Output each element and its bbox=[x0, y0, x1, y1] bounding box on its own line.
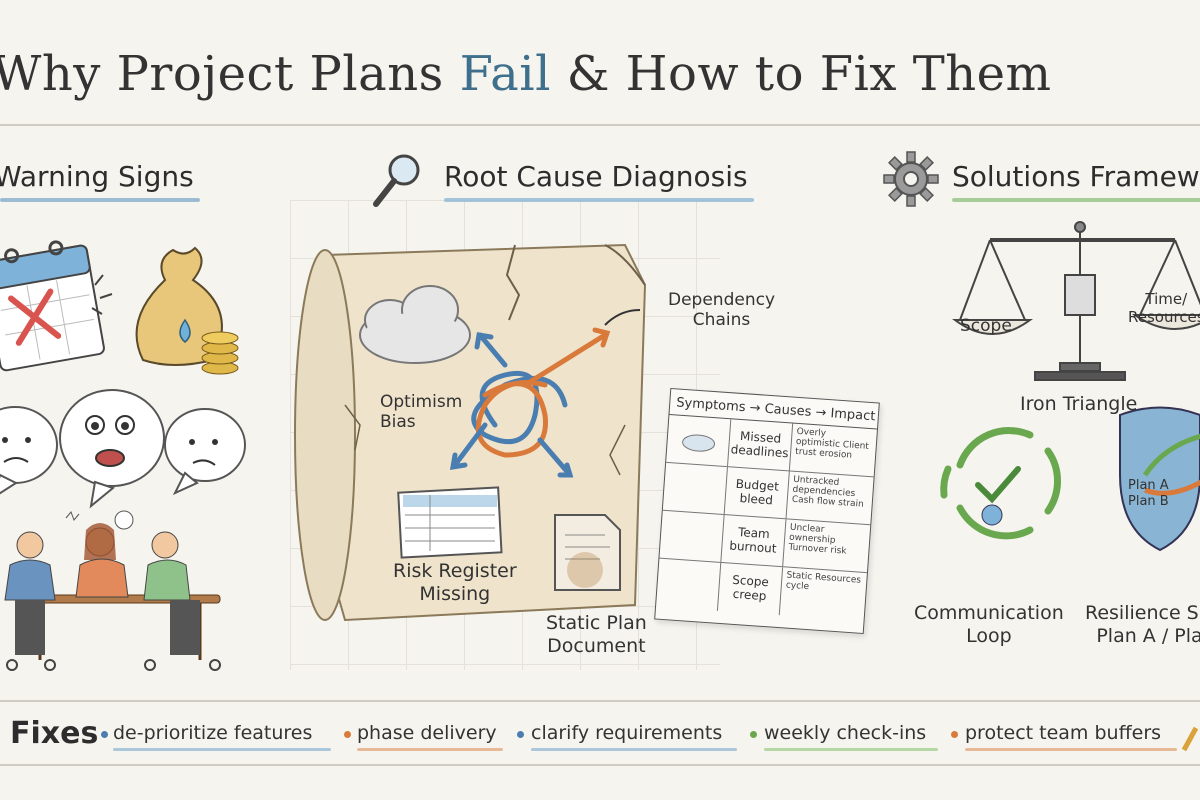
title-divider bbox=[0, 124, 1200, 126]
title-part: & How to Fix Them bbox=[550, 46, 1052, 102]
communication-loop-icon bbox=[940, 427, 1061, 540]
tangled-knot-icon bbox=[449, 327, 611, 478]
table-cell: Team burnout bbox=[721, 515, 787, 567]
underline bbox=[444, 198, 754, 202]
label-iron-triangle: Iron Triangle bbox=[1020, 393, 1138, 415]
section-title-solutions: Solutions Framework bbox=[952, 160, 1200, 193]
static-document-icon bbox=[554, 514, 621, 591]
label-plan-b: Plan B bbox=[1128, 494, 1169, 509]
calendar-icon bbox=[0, 240, 105, 372]
shield-icon bbox=[1119, 406, 1200, 552]
fixes-title: Fixes bbox=[10, 716, 99, 751]
fix-item: weekly check-ins bbox=[764, 722, 927, 744]
title-part: Why Project Plans bbox=[0, 46, 460, 102]
worried-faces-icon bbox=[0, 389, 246, 509]
table-row: Missed deadlines Overly optimistic Clien… bbox=[666, 414, 877, 478]
underline bbox=[965, 748, 1177, 751]
underline bbox=[357, 748, 503, 751]
bullet-dot bbox=[344, 731, 351, 738]
fixes-bar bbox=[0, 700, 1200, 766]
fix-item: de-prioritize features bbox=[113, 722, 313, 744]
pencil-icon bbox=[1181, 726, 1199, 752]
gear-icon bbox=[883, 151, 939, 207]
stressed-team-icon bbox=[4, 510, 221, 671]
table-cell: Untracked dependencies Cash flow strain bbox=[791, 474, 865, 510]
table-cell: Scope creep bbox=[717, 562, 784, 616]
table-cell: Static Resources cycle bbox=[785, 570, 862, 592]
label-scope: Scope bbox=[960, 316, 1012, 336]
section-title-diagnosis: Root Cause Diagnosis bbox=[444, 160, 748, 193]
cloud-icon bbox=[359, 285, 471, 364]
label-resilience-shield: Resilience ShieldPlan A / Plan B bbox=[1085, 602, 1200, 647]
risk-register-icon bbox=[397, 486, 503, 559]
underline bbox=[113, 748, 331, 751]
money-bag-icon bbox=[135, 246, 239, 375]
symptoms-table: Symptoms → Causes → Impact Missed deadli… bbox=[654, 387, 880, 635]
fix-item: phase delivery bbox=[357, 722, 497, 744]
cloud-icon bbox=[681, 433, 715, 452]
label-time-resources: Time/Resources bbox=[1128, 290, 1200, 326]
table-cell: Overly optimistic Client trust erosion bbox=[794, 426, 870, 461]
bullet-dot bbox=[750, 731, 757, 738]
warning-illustrations bbox=[0, 240, 246, 671]
magnifier-icon bbox=[373, 154, 420, 207]
torn-plan-scroll bbox=[294, 243, 647, 622]
balance-scale-icon bbox=[952, 221, 1200, 381]
solutions-illustrations bbox=[940, 221, 1200, 552]
fix-item: clarify requirements bbox=[531, 722, 723, 744]
bullet-dot bbox=[951, 731, 958, 738]
bullet-dot bbox=[517, 731, 524, 738]
bullet-dot bbox=[101, 731, 108, 738]
label-plan-a: Plan A bbox=[1128, 478, 1169, 493]
section-title-warning: Warning Signs bbox=[0, 160, 194, 193]
title-highlight: Fail bbox=[459, 46, 551, 102]
underline bbox=[0, 198, 200, 202]
table-cell: Unclear ownership Turnover risk bbox=[788, 522, 847, 557]
fix-item: protect team buffers bbox=[965, 722, 1162, 744]
table-cell: Missed deadlines bbox=[728, 419, 794, 471]
underline bbox=[952, 198, 1200, 202]
table-cell: Budget bleed bbox=[724, 467, 790, 519]
underline bbox=[531, 748, 737, 751]
page-title: Why Project Plans Fail & How to Fix Them bbox=[0, 46, 1200, 102]
underline bbox=[764, 748, 938, 751]
